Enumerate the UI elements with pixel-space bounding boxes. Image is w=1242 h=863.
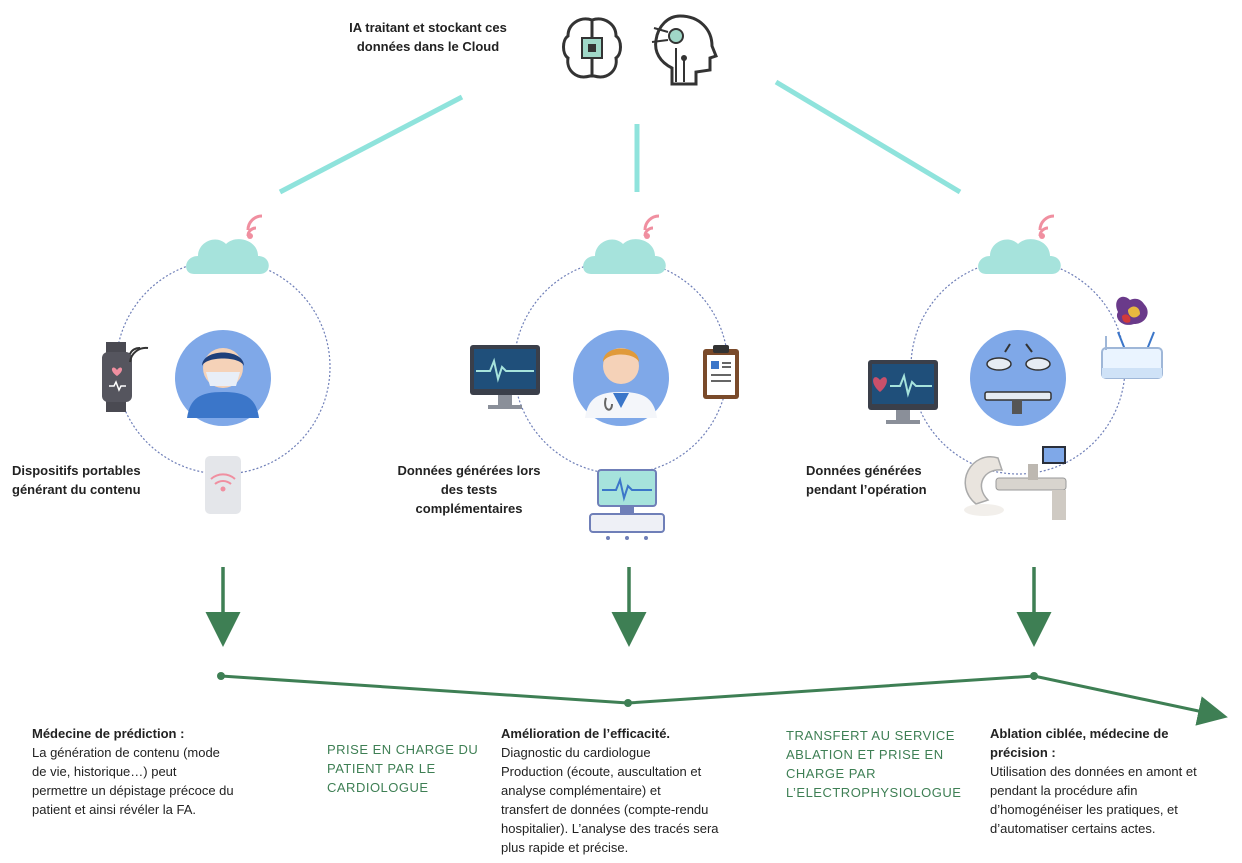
robot-head-circuit-icon <box>651 14 718 86</box>
surgical-lights-icon <box>970 330 1066 426</box>
c-arm-icon <box>964 446 1067 520</box>
cloud-wifi-icon <box>978 214 1061 274</box>
timeline-node-1 <box>217 672 225 680</box>
station-3-caption: Données générées pendant l’opération <box>806 463 927 497</box>
heart-monitor-icon <box>868 360 938 424</box>
prediction-body: La génération de contenu (mode de vie, h… <box>32 745 234 817</box>
patient-avatar-icon <box>175 330 271 426</box>
ecg-machine-icon <box>589 469 665 540</box>
station-circle-1 <box>115 259 331 475</box>
ai-caption: IA traitant et stockant ces données dans… <box>349 20 507 54</box>
transfer-electrophysiologist-label: TRANSFERT AU SERVICE ABLATION ET PRISE E… <box>786 728 962 800</box>
timeline-node-2 <box>624 699 632 707</box>
transfer-cardiologist-label: PRISE EN CHARGE DU PATIENT PAR LE CARDIO… <box>327 742 479 795</box>
ablation-block: Ablation ciblée, médecine de précision :… <box>990 724 1230 838</box>
doctor-avatar-icon <box>573 330 669 426</box>
ablation-title: Ablation ciblée, médecine de précision : <box>990 726 1169 760</box>
station-1-caption: Dispositifs portables générant du conten… <box>12 463 141 497</box>
heart-3d-icon <box>1101 296 1163 379</box>
efficacy-title: Amélioration de l’efficacité. <box>501 726 671 741</box>
cloud-wifi-icon <box>186 214 269 274</box>
timeline-node-3 <box>1030 672 1038 680</box>
prediction-title: Médecine de prédiction : <box>32 726 185 741</box>
clipboard-icon <box>703 345 739 399</box>
ablation-body: Utilisation des données en amont et pend… <box>990 764 1197 836</box>
timeline-line <box>220 674 1228 726</box>
efficacy-block: Amélioration de l’efficacité. Diagnostic… <box>501 724 771 857</box>
station-2-caption: Données générées lors des tests compléme… <box>397 463 541 516</box>
efficacy-body: Diagnostic du cardiologue Production (éc… <box>501 745 719 855</box>
smartphone-wifi-icon <box>205 456 241 514</box>
connector-line-left <box>278 94 464 195</box>
smartwatch-icon <box>102 342 149 412</box>
ecg-monitor-icon <box>470 345 540 409</box>
cloud-wifi-icon <box>583 214 666 274</box>
connector-line-right <box>774 79 962 195</box>
brain-chip-icon <box>562 17 622 79</box>
prediction-block: Médecine de prédiction : La génération d… <box>32 724 294 819</box>
